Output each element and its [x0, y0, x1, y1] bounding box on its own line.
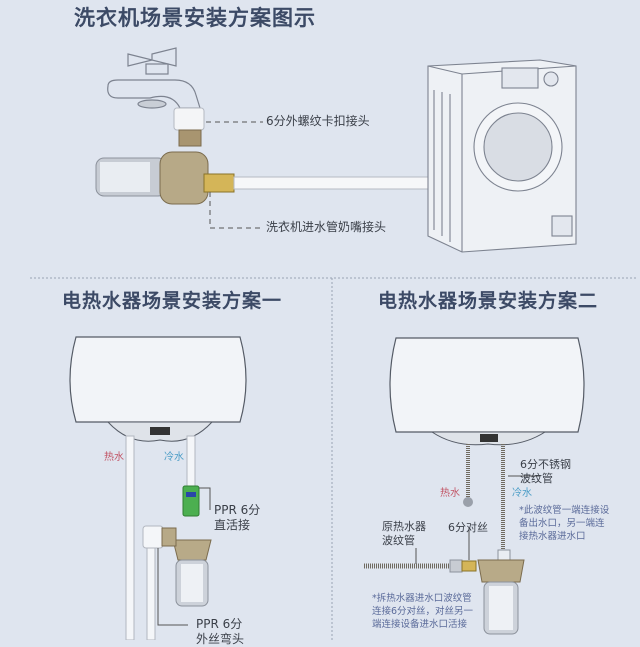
label-line: 6分不锈钢: [520, 458, 571, 471]
filter-housing-icon: [95, 151, 209, 205]
label-thread-connector: 6分外螺纹卡扣接头: [266, 114, 370, 128]
cold-water-pipe: [186, 435, 196, 487]
note-line: 端连接设备进水口活接: [372, 619, 468, 630]
label-line: 直活接: [214, 518, 251, 532]
note-line: 接热水器进水口: [519, 531, 586, 542]
ppr-pipe: [146, 547, 156, 640]
label-original-hose: 原热水器 波纹管: [382, 520, 426, 548]
water-heater-icon: [69, 336, 247, 442]
leader-line: [199, 487, 211, 510]
label-ppr-elbow: PPR 6分 外丝弯头: [196, 617, 244, 647]
hot-water-label: 热水: [440, 488, 460, 499]
label-nipple: 6分对丝: [448, 521, 488, 534]
label-nipple-connector: 洗衣机进水管奶嘴接头: [266, 220, 387, 234]
note-hose: *此波纹管一端连接设 备出水口，另一端连 接热水器进水口: [519, 504, 609, 543]
quick-connector-icon: [173, 107, 205, 131]
hot-water-label: 热水: [104, 452, 124, 463]
heater-two-title: 电热水器场景安装方案二: [378, 290, 599, 312]
label-line: 波纹管: [520, 472, 553, 485]
note-line: 连接6分对丝，对丝另一: [372, 606, 474, 617]
hot-outlet-cap: [463, 497, 473, 507]
heater-one-title: 电热水器场景安装方案一: [62, 290, 283, 312]
faucet-icon: [107, 47, 201, 109]
label-stainless-hose: 6分不锈钢 波纹管: [520, 458, 571, 486]
nipple-connector-icon: [461, 560, 477, 572]
cold-water-label: 冷水: [164, 452, 184, 463]
ppr-union-icon: [182, 485, 200, 517]
note-line: *此波纹管一端连接设: [519, 505, 610, 516]
filter-housing-icon: [477, 549, 525, 635]
hose-nut-icon: [449, 559, 463, 573]
label-line: 波纹管: [382, 534, 415, 547]
leader-line: [157, 548, 188, 626]
water-heater-icon: [389, 337, 585, 446]
label-line: 原热水器: [382, 520, 426, 533]
washing-machine-icon: [427, 59, 577, 253]
note-line: 备出水口，另一端连: [519, 518, 605, 529]
filter-housing-icon: [172, 539, 212, 607]
ppr-union-mark: [186, 492, 196, 497]
note-line: *拆热水器进水口波纹管: [372, 593, 472, 604]
brass-fitting-icon: [178, 129, 202, 147]
note-bottom: *拆热水器进水口波纹管 连接6分对丝，对丝另一 端连接设备进水口活接: [372, 592, 473, 631]
washer-section-title: 洗衣机场景安装方案图示: [74, 6, 316, 30]
label-ppr-union: PPR 6分 直活接: [214, 503, 260, 533]
leader-line: [209, 192, 263, 229]
ppr-elbow-icon: [142, 525, 164, 549]
nipple-connector-icon: [203, 173, 235, 193]
label-line: PPR 6分: [196, 617, 243, 631]
inlet-hose: [233, 176, 431, 190]
label-line: PPR 6分: [214, 503, 261, 517]
hot-water-pipe: [125, 435, 135, 640]
brass-nut-icon: [161, 527, 177, 547]
cold-water-label: 冷水: [512, 488, 532, 499]
